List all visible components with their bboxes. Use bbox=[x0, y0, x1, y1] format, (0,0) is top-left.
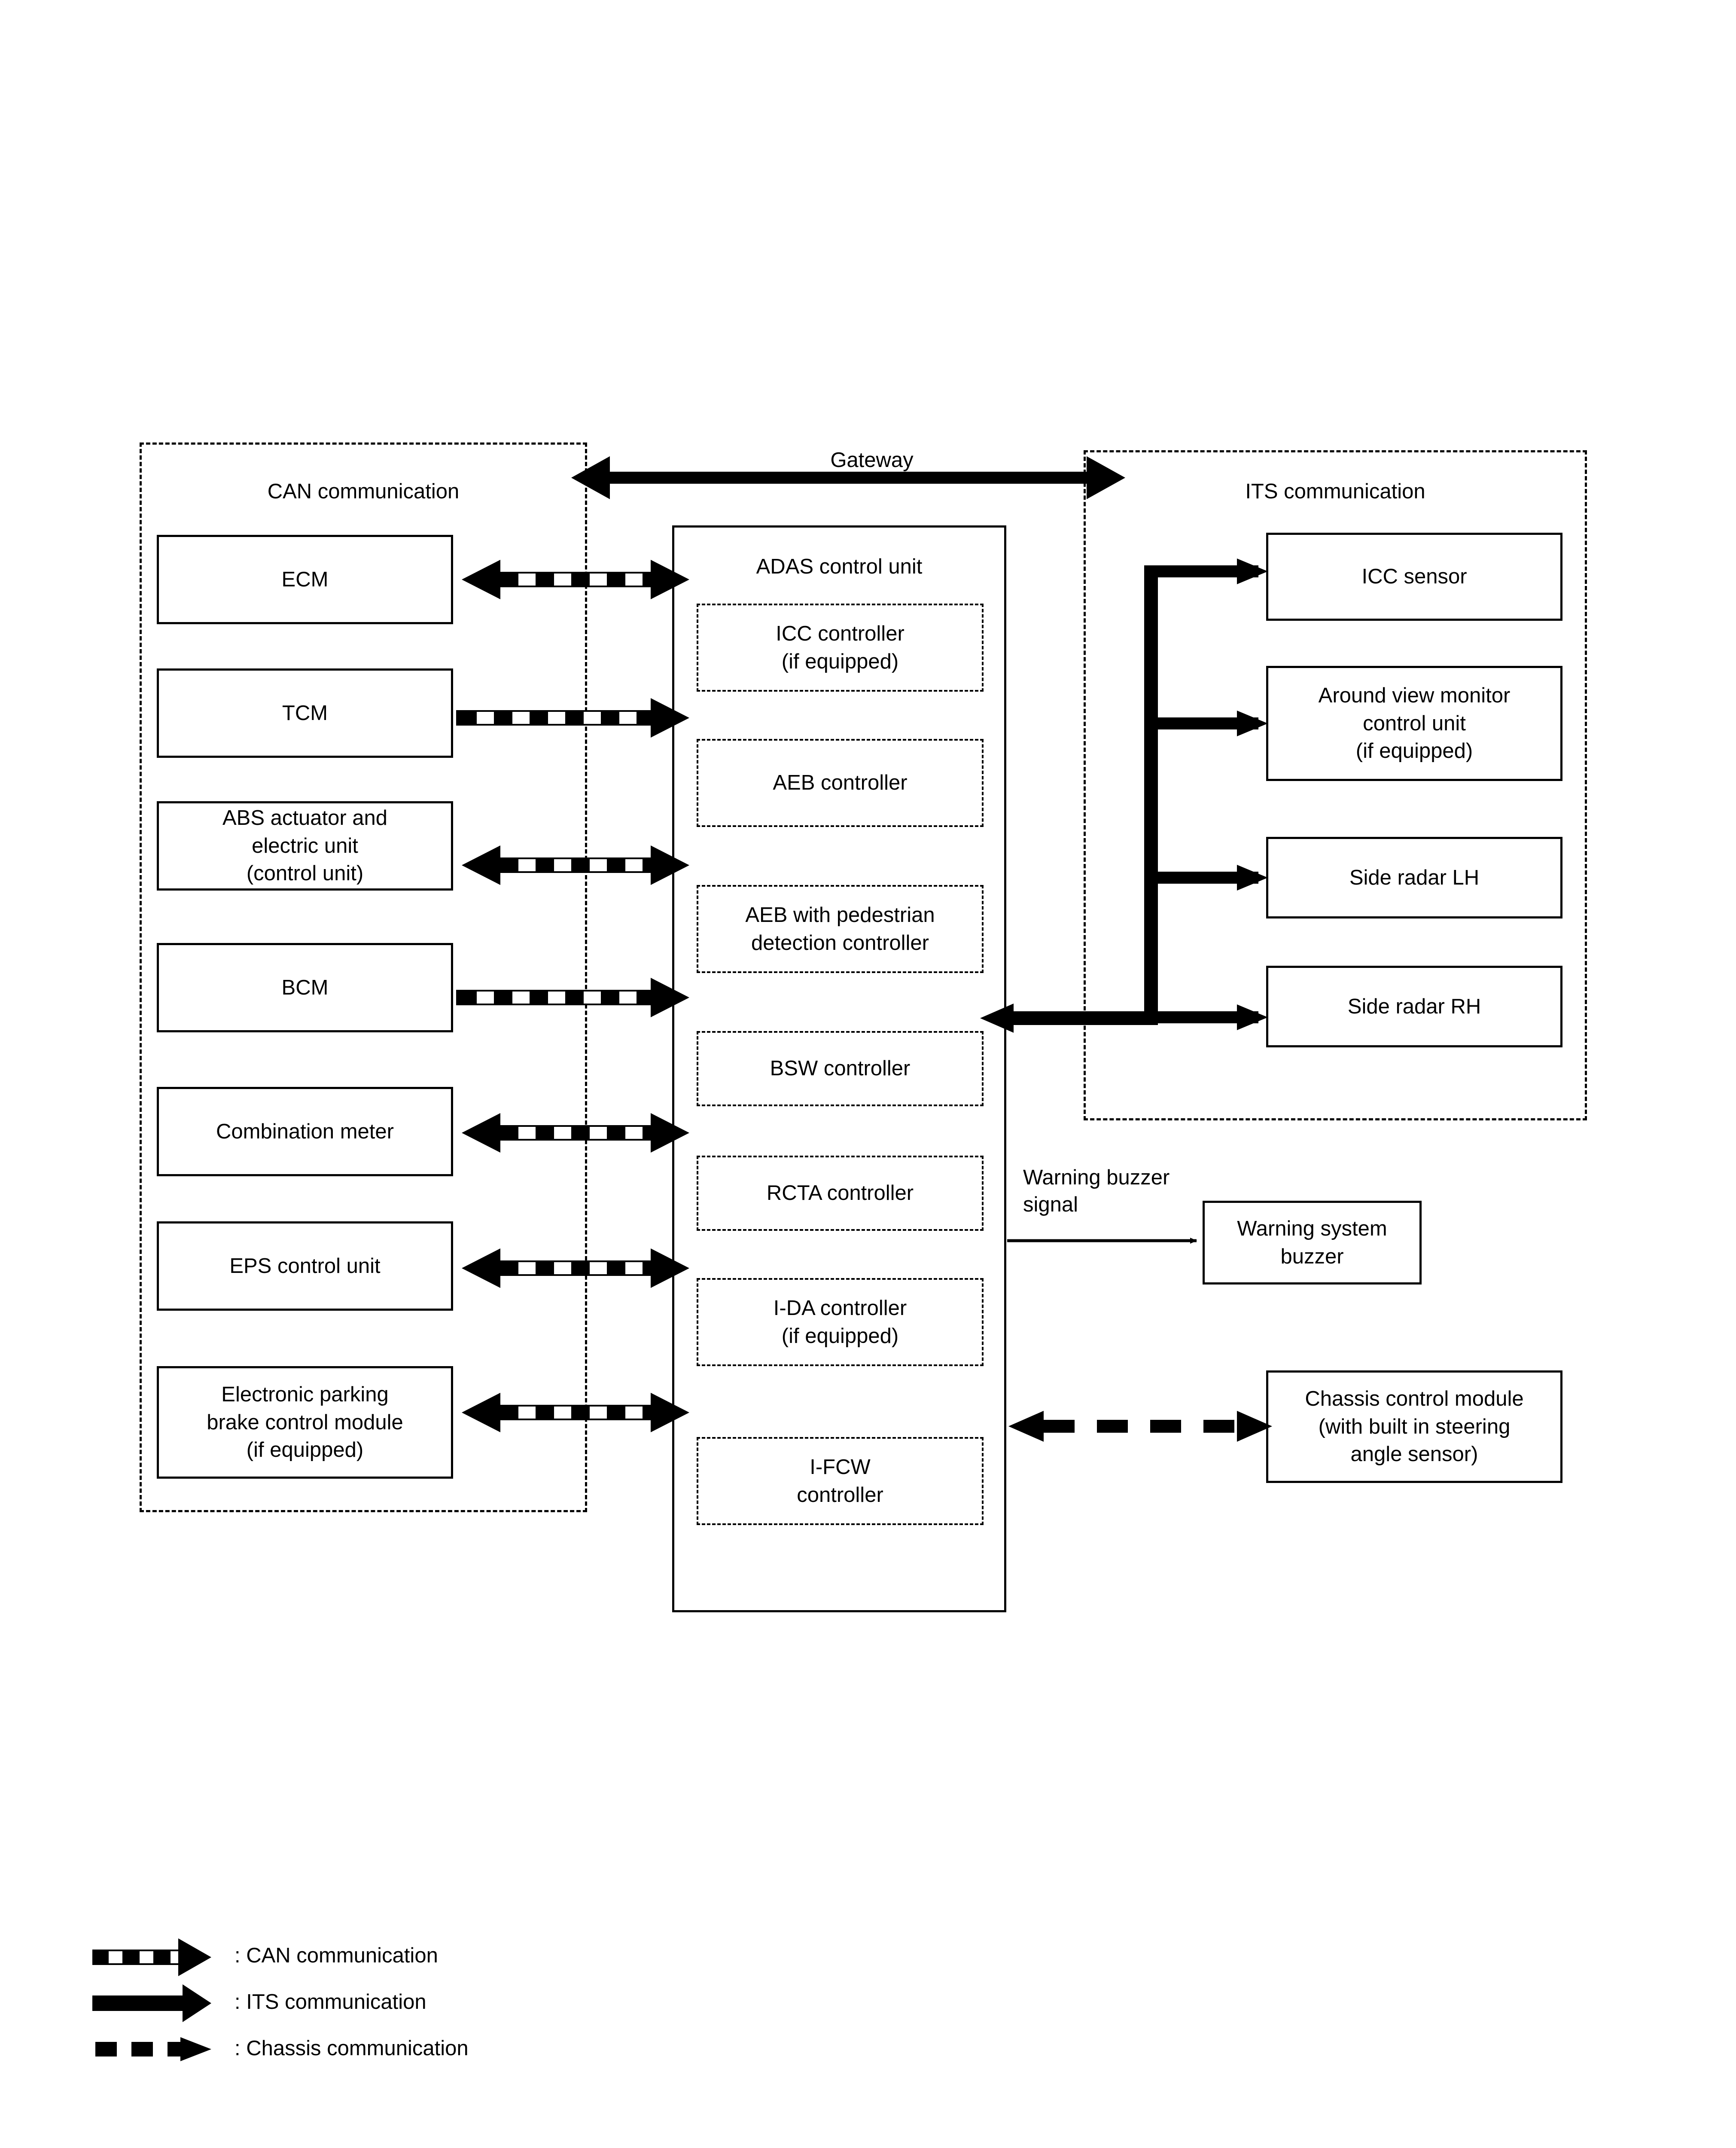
controller-label: AEB controller bbox=[773, 771, 908, 795]
legend-its-icon bbox=[92, 1984, 211, 2022]
module-label-line2: control unit bbox=[1363, 711, 1466, 735]
controller-label-line1: AEB with pedestrian bbox=[745, 903, 935, 927]
module-label: Side radar LH bbox=[1349, 866, 1480, 889]
legend-label-chassis: : Chassis communication bbox=[235, 2037, 469, 2060]
controller-rcta[interactable]: RCTA controller bbox=[697, 1156, 984, 1231]
legend-row-its: : ITS communication bbox=[223, 1992, 426, 2013]
controller-label-line2: (if equipped) bbox=[781, 650, 899, 673]
module-label-line1: Chassis control module bbox=[1305, 1387, 1524, 1410]
controller-label-line1: I-DA controller bbox=[773, 1296, 907, 1320]
module-label-line3: (if equipped) bbox=[1355, 739, 1473, 763]
legend-label-its: : ITS communication bbox=[235, 1990, 426, 2014]
module-label: Combination meter bbox=[216, 1120, 394, 1143]
adas-control-unit-title: ADAS control unit bbox=[756, 555, 923, 578]
module-label: ICC sensor bbox=[1361, 565, 1467, 589]
module-label-line3: angle sensor) bbox=[1350, 1443, 1478, 1466]
legend-row-can: : CAN communication bbox=[223, 1945, 438, 1966]
controller-label: BSW controller bbox=[770, 1057, 911, 1080]
module-label-line2: (with built in steering bbox=[1318, 1415, 1511, 1438]
module-label-line3: (if equipped) bbox=[246, 1438, 364, 1462]
module-label-line1: Warning system bbox=[1237, 1217, 1387, 1240]
controller-aeb-pedestrian[interactable]: AEB with pedestrian detection controller bbox=[697, 885, 984, 973]
module-label-line1: Around view monitor bbox=[1318, 683, 1511, 707]
legend-can-icon bbox=[92, 1938, 211, 1976]
module-side-radar-rh[interactable]: Side radar RH bbox=[1266, 966, 1562, 1047]
legend-chassis-icon bbox=[95, 2037, 211, 2061]
module-label-line2: brake control module bbox=[207, 1410, 403, 1434]
controller-i-da[interactable]: I-DA controller (if equipped) bbox=[697, 1278, 984, 1366]
module-chassis-control-module[interactable]: Chassis control module (with built in st… bbox=[1266, 1370, 1562, 1483]
controller-label-line2: detection controller bbox=[751, 931, 929, 955]
controller-aeb[interactable]: AEB controller bbox=[697, 739, 984, 827]
module-label-line1: ABS actuator and bbox=[222, 806, 388, 830]
its-communication-region bbox=[1084, 450, 1587, 1120]
module-bcm[interactable]: BCM bbox=[157, 943, 453, 1032]
gateway-label: Gateway bbox=[830, 449, 914, 472]
controller-label: RCTA controller bbox=[766, 1181, 914, 1205]
controller-label-line1: I-FCW bbox=[810, 1455, 871, 1479]
module-label: EPS control unit bbox=[229, 1254, 381, 1278]
legend-label-can: : CAN communication bbox=[235, 1944, 438, 1967]
module-combination-meter[interactable]: Combination meter bbox=[157, 1087, 453, 1176]
can-communication-region bbox=[140, 442, 587, 1512]
module-label-line1: Electronic parking bbox=[221, 1382, 389, 1406]
can-region-title: CAN communication bbox=[267, 480, 460, 503]
its-region-title: ITS communication bbox=[1245, 480, 1425, 503]
legend-row-chassis: : Chassis communication bbox=[223, 2038, 469, 2059]
module-warning-system-buzzer[interactable]: Warning system buzzer bbox=[1203, 1201, 1422, 1285]
module-icc-sensor[interactable]: ICC sensor bbox=[1266, 533, 1562, 621]
module-label-line2: buzzer bbox=[1280, 1245, 1344, 1268]
module-electronic-parking-brake[interactable]: Electronic parking brake control module … bbox=[157, 1366, 453, 1479]
module-label: ECM bbox=[281, 568, 329, 591]
controller-label-line2: (if equipped) bbox=[781, 1324, 899, 1348]
module-label-line2: electric unit bbox=[252, 834, 358, 857]
module-eps-control-unit[interactable]: EPS control unit bbox=[157, 1221, 453, 1311]
controller-i-fcw[interactable]: I-FCW controller bbox=[697, 1437, 984, 1525]
module-abs-actuator[interactable]: ABS actuator and electric unit (control … bbox=[157, 801, 453, 891]
module-label: Side radar RH bbox=[1347, 995, 1481, 1018]
controller-label-line1: ICC controller bbox=[776, 622, 905, 645]
chassis-communication-arrow bbox=[1008, 1411, 1272, 1442]
module-tcm[interactable]: TCM bbox=[157, 668, 453, 758]
controller-label-line2: controller bbox=[797, 1483, 883, 1507]
module-around-view-monitor[interactable]: Around view monitor control unit (if equ… bbox=[1266, 666, 1562, 781]
module-label: BCM bbox=[281, 976, 329, 999]
module-label-line3: (control unit) bbox=[246, 862, 364, 885]
module-label: TCM bbox=[282, 701, 328, 725]
warning-buzzer-signal-label: Warning buzzer signal bbox=[1023, 1166, 1170, 1216]
controller-bsw[interactable]: BSW controller bbox=[697, 1031, 984, 1106]
module-ecm[interactable]: ECM bbox=[157, 535, 453, 624]
controller-icc[interactable]: ICC controller (if equipped) bbox=[697, 604, 984, 692]
module-side-radar-lh[interactable]: Side radar LH bbox=[1266, 837, 1562, 918]
